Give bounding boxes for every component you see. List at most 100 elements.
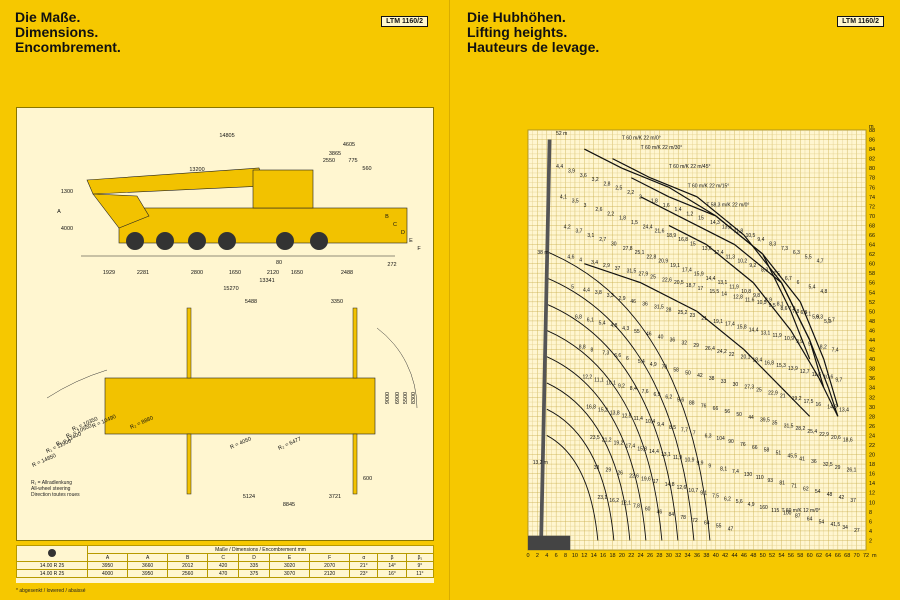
capacity-label: 10,5 <box>757 300 767 306</box>
capacity-label: 45,5 <box>787 453 797 459</box>
side-dimension-label: 775 <box>348 158 357 164</box>
curve-label: T 60 m/K 22 m/45° <box>669 164 711 170</box>
wheel-4 <box>218 232 236 250</box>
x-tick-label: 60 <box>807 553 813 559</box>
dimensions-heading: Die Maße. Dimensions. Encombrement. <box>15 10 121 55</box>
curve-label: T 58,3 m/K 22 m/0° <box>706 202 749 208</box>
y-tick-label: 30 <box>869 405 875 411</box>
capacity-label: 6,7 <box>785 276 792 282</box>
capacity-label: 11,8 <box>734 229 744 235</box>
crane-cab <box>92 193 150 229</box>
y-tick-label: 52 <box>869 300 875 306</box>
capacity-label: 8 <box>591 347 594 353</box>
y-tick-label: 36 <box>869 376 875 382</box>
wheel-3 <box>188 232 206 250</box>
capacity-label: 23 <box>690 313 696 319</box>
table-header: Maße / Dimensions / Encombrement mm <box>87 545 434 554</box>
y-tick-label: 20 <box>869 453 875 459</box>
curve-label: 52 m <box>556 131 567 137</box>
table-cell: 375 <box>238 569 271 578</box>
capacity-label: 18,4 <box>753 357 763 363</box>
side-dimension-label: 272 <box>387 262 396 268</box>
capacity-label: 110 <box>756 475 764 481</box>
capacity-label: 64 <box>704 521 710 527</box>
x-tick-label: 32 <box>675 553 681 559</box>
x-tick-label: 26 <box>647 553 653 559</box>
crane-boom <box>86 167 266 195</box>
top-dimension-label: 5124 <box>243 494 255 500</box>
capacity-label: 72 <box>692 518 698 524</box>
model-badge: LTM 1160/2 <box>837 16 884 27</box>
capacity-label: 6 <box>626 356 629 362</box>
top-dimension-label: 8845 <box>283 502 295 508</box>
side-dimension-label: 80 <box>276 260 282 266</box>
capacity-label: 11,9 <box>729 284 739 290</box>
capacity-label: 36 <box>811 459 817 465</box>
legend-line-de: R₁ = Allradlenkung <box>31 480 73 486</box>
capacity-label: 22,9 <box>819 432 829 438</box>
capacity-label: 41 <box>799 456 805 462</box>
x-tick-label: 46 <box>741 553 747 559</box>
capacity-label: 15 <box>698 216 704 222</box>
tyre-icon <box>48 548 56 557</box>
capacity-label: 66 <box>713 406 719 412</box>
lifting-curve <box>668 224 839 417</box>
y-tick-label: 18 <box>869 462 875 468</box>
x-tick-label: 66 <box>835 553 841 559</box>
y-tick-label: 86 <box>869 138 875 144</box>
x-tick-label: 28 <box>656 553 662 559</box>
lifting-curve <box>640 196 839 417</box>
capacity-label: 25,1 <box>635 250 645 256</box>
y-tick-label: 48 <box>869 319 875 325</box>
capacity-label: 9,4 <box>757 237 764 243</box>
capacity-label: 17 <box>653 479 659 485</box>
table-cell: 3020 <box>269 561 311 570</box>
y-tick-label: 76 <box>869 185 875 191</box>
capacity-label: 4,6 <box>567 254 574 260</box>
x-tick-label: 48 <box>750 553 756 559</box>
heading-line-en: Dimensions. <box>15 24 99 40</box>
side-dimension-label: 560 <box>362 166 371 172</box>
x-tick-label: 50 <box>760 553 766 559</box>
capacity-label: 22 <box>729 352 735 358</box>
table-cell: 2560 <box>167 569 209 578</box>
capacity-label: 6,6 <box>800 310 807 316</box>
y-tick-label: 88 <box>869 128 875 134</box>
capacity-label: 5,9 <box>812 315 819 321</box>
capacity-label: 8,1 <box>720 466 727 472</box>
capacity-label: 50 <box>685 370 691 376</box>
capacity-label: 3,4 <box>591 260 598 266</box>
capacity-label: 13,4 <box>839 408 849 414</box>
capacity-label: 20,1 <box>741 355 751 361</box>
capacity-label: 8,3 <box>769 242 776 248</box>
lifting-curve <box>584 263 811 417</box>
capacity-label: 5,3 <box>824 319 831 325</box>
capacity-label: 14,8 <box>665 482 675 488</box>
top-dimension-label: 5500 <box>403 392 409 404</box>
side-dimension-label: 2281 <box>137 270 149 276</box>
capacity-label: 12,8 <box>733 294 743 300</box>
legend-line-fr: Direction toutes roues <box>31 492 80 498</box>
capacity-label: 25 <box>756 388 762 394</box>
capacity-label: 42 <box>839 495 845 501</box>
capacity-label: 19,1 <box>670 263 680 269</box>
side-dimension-letter: C <box>393 222 397 228</box>
side-dimension-letter: B <box>385 214 389 220</box>
heading-line-en: Lifting heights. <box>467 24 568 40</box>
capacity-label: 12,5 <box>622 413 632 419</box>
side-dimension-label: 15270 <box>223 286 238 292</box>
capacity-label: 5,6 <box>736 499 743 505</box>
capacity-label: 3,2 <box>592 177 599 183</box>
capacity-label: 3,1 <box>587 233 594 239</box>
capacity-label: 1,6 <box>663 203 670 209</box>
x-tick-label: 70 <box>854 553 860 559</box>
table-column-header: α <box>349 553 379 562</box>
capacity-label: 115 <box>771 508 779 514</box>
capacity-label: 93 <box>768 478 774 484</box>
capacity-label: 21,2 <box>602 438 612 444</box>
y-tick-label: 4 <box>869 529 872 535</box>
table-cell: 3950 <box>86 561 129 570</box>
capacity-label: 21 <box>780 393 786 399</box>
radius-arc-curve <box>546 435 599 541</box>
